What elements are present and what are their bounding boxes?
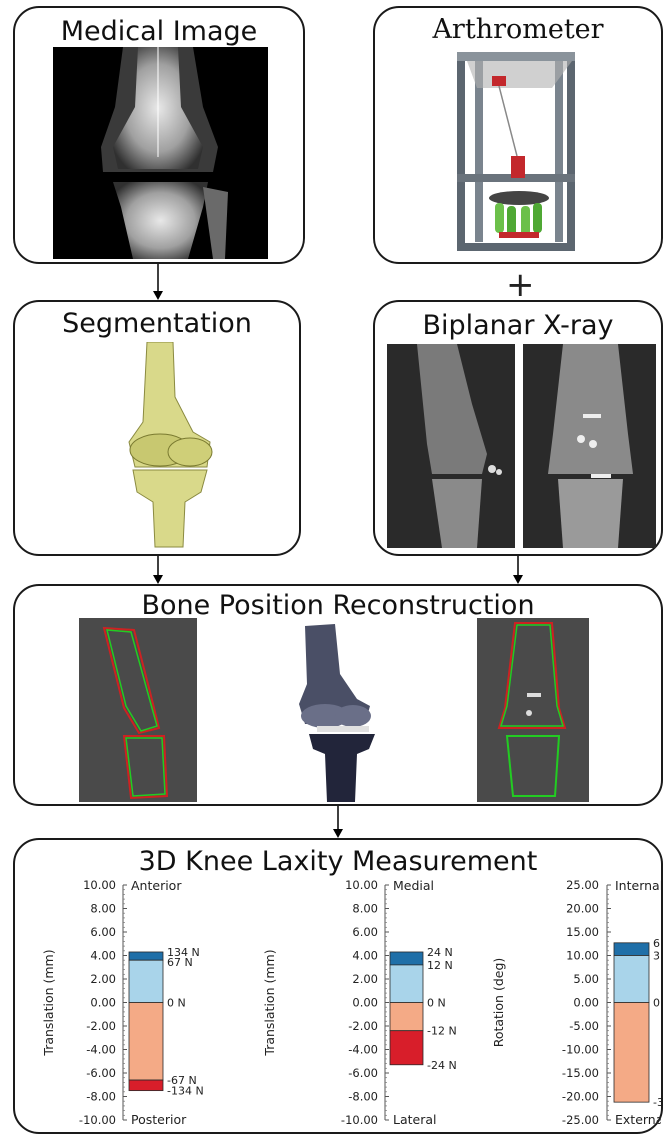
chart-3-data-label: 3 Nm	[653, 950, 661, 963]
chart-1-bar-segment	[129, 960, 163, 1002]
chart-1-bar-segment	[129, 952, 163, 960]
chart-2-tick-label: 0.00	[352, 996, 378, 1010]
lateral-overlay-image	[79, 618, 197, 802]
chart-1-top-label: Anterior	[131, 878, 182, 893]
chart-3-bar-segment	[614, 943, 649, 956]
chart-3-data-label: 0 Nm	[653, 997, 661, 1010]
chart-1-tick-label: 4.00	[90, 949, 116, 963]
chart-1-tick-label: 2.00	[90, 972, 116, 986]
chart-2-tick-label: -2.00	[348, 1019, 378, 1033]
chart-1-tick-label: 0.00	[90, 996, 116, 1010]
chart-3-bar-segment	[614, 1003, 649, 1103]
chart-2-data-label: 24 N	[427, 946, 453, 959]
reconstruction-title: Bone Position Reconstruction	[15, 590, 661, 621]
chart-3-tick-label: -20.00	[562, 1090, 599, 1104]
biplanar-xray-panel: Biplanar X-ray	[373, 300, 663, 556]
plus-symbol: +	[506, 268, 535, 302]
chart-2-data-label: -24 N	[427, 1059, 457, 1072]
chart-1-bottom-label: Posterior	[131, 1112, 187, 1127]
chart-1-tick-label: 10.00	[83, 878, 116, 892]
segmented-knee-mesh	[115, 342, 225, 552]
arthrometer-title: Arthrometer	[375, 14, 661, 45]
chart-3-tick-label: 10.00	[566, 949, 599, 963]
chart-1-tick-label: -6.00	[86, 1066, 116, 1080]
arrow-medical-to-segmentation	[151, 264, 165, 301]
chart-2-bar-segment	[390, 952, 423, 965]
lateral-xray-image	[387, 344, 515, 548]
chart-1-bar-segment	[129, 1080, 163, 1091]
frontal-xray-image	[523, 344, 656, 548]
chart-2-data-label: -12 N	[427, 1025, 457, 1038]
chart-3-tick-label: 15.00	[566, 925, 599, 939]
chart-1-bar-segment	[129, 1003, 163, 1081]
chart-1-data-label: 0 N	[167, 997, 186, 1010]
chart-3-tick-label: 5.00	[573, 972, 599, 986]
chart-2-tick-label: -10.00	[341, 1113, 378, 1127]
chart-2-bar-segment	[390, 1031, 423, 1065]
medical-image-panel: Medical Image	[13, 6, 305, 264]
arrow-xray-to-reconstruction	[511, 556, 525, 585]
chart-3-data-label: -3 Nm	[653, 1096, 661, 1109]
biplanar-xray-title: Biplanar X-ray	[375, 310, 661, 341]
arrow-segmentation-to-reconstruction	[151, 556, 165, 585]
chart-2-tick-label: 4.00	[352, 949, 378, 963]
chart-2-bar-segment	[390, 965, 423, 1003]
chart-2-y-axis-title: Translation (mm)	[262, 949, 277, 1056]
chart-3-tick-label: 20.00	[566, 902, 599, 916]
knee-ct-image	[53, 47, 268, 259]
chart-3-bottom-label: External	[615, 1112, 661, 1127]
chart-1-tick-label: -2.00	[86, 1019, 116, 1033]
chart-2-tick-label: -6.00	[348, 1066, 378, 1080]
arthrometer-panel: Arthrometer	[373, 6, 663, 264]
chart-1-data-label: -134 N	[167, 1085, 204, 1098]
chart-3-data-label: 6 Nm	[653, 937, 661, 950]
chart-3-tick-label: 25.00	[566, 878, 599, 892]
chart-2-bar-segment	[390, 1003, 423, 1031]
chart-2-tick-label: 10.00	[345, 878, 378, 892]
frontal-overlay-image	[477, 618, 589, 802]
chart-2-top-label: Medial	[393, 878, 434, 893]
chart-1-tick-label: 6.00	[90, 925, 116, 939]
chart-1-tick-label: -4.00	[86, 1043, 116, 1057]
chart-3-tick-label: -25.00	[562, 1113, 599, 1127]
chart-3-top-label: Internal	[615, 878, 661, 893]
chart-2-tick-label: 6.00	[352, 925, 378, 939]
chart-1-y-axis-title: Translation (mm)	[41, 949, 56, 1056]
laxity-charts: 10.00 8.00 6.00 4.00 2.00 0.00 -2.00 -4.00 -6.00…	[15, 840, 661, 1132]
chart-1-data-label: 67 N	[167, 956, 193, 969]
chart-2-data-label: 0 N	[427, 997, 446, 1010]
chart-1-tick-label: -10.00	[79, 1113, 116, 1127]
chart-1-tick-label: -8.00	[86, 1090, 116, 1104]
chart-3-tick-label: -5.00	[569, 1019, 599, 1033]
chart-2-tick-label: 2.00	[352, 972, 378, 986]
segmentation-panel: Segmentation	[13, 300, 301, 556]
chart-3-y-axis-title: Rotation (deg)	[491, 958, 506, 1048]
chart-3-tick-label: -15.00	[562, 1066, 599, 1080]
chart-3-bar-segment	[614, 956, 649, 1003]
chart-2-bottom-label: Lateral	[393, 1112, 437, 1127]
arthrometer-device-illustration	[447, 48, 587, 258]
reconstruction-panel: Bone Position Reconstruction	[13, 584, 663, 806]
chart-3-tick-label: -10.00	[562, 1043, 599, 1057]
reconstructed-knee-model	[285, 624, 395, 804]
chart-2-tick-label: -4.00	[348, 1043, 378, 1057]
chart-2-tick-label: -8.00	[348, 1090, 378, 1104]
chart-3-tick-label: 0.00	[573, 996, 599, 1010]
medical-image-title: Medical Image	[15, 16, 303, 47]
chart-2-data-label: 12 N	[427, 959, 453, 972]
chart-2-tick-label: 8.00	[352, 902, 378, 916]
chart-1-tick-label: 8.00	[90, 902, 116, 916]
segmentation-title: Segmentation	[15, 308, 299, 339]
arrow-reconstruction-to-laxity	[331, 806, 345, 839]
